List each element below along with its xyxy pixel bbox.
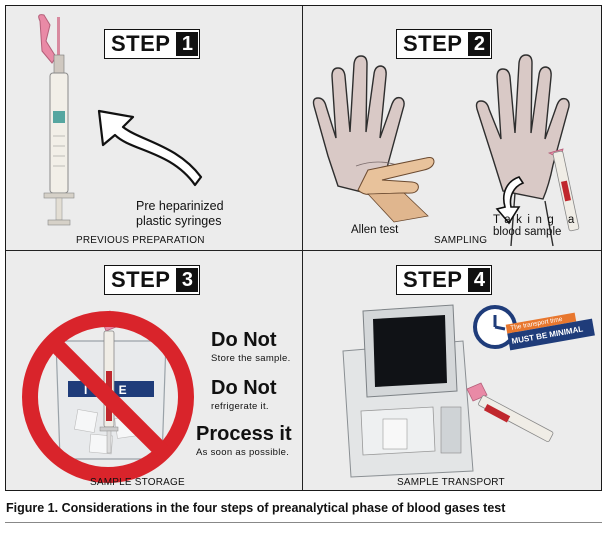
process-heading: Process it — [196, 423, 292, 445]
step-word: STEP — [403, 267, 463, 292]
hand-allen-test-icon — [312, 55, 435, 223]
syringe-icon — [38, 14, 75, 226]
step-4-label: STEP 4 — [396, 265, 492, 295]
taking-label: Taking a — [493, 214, 580, 226]
panel-caption: SAMPLING — [434, 235, 488, 246]
figure-grid: STEP 1 Pre heparinized plastic syringes … — [5, 5, 602, 491]
allen-test-label: Allen test — [351, 224, 399, 236]
hand-sampling-icon — [475, 54, 580, 247]
panel-caption: SAMPLE STORAGE — [90, 477, 185, 488]
panel-caption: PREVIOUS PREPARATION — [76, 235, 205, 246]
step-1-label: STEP 1 — [104, 29, 200, 59]
blood-sample-label: blood sample — [493, 226, 562, 238]
panel-step-1: STEP 1 Pre heparinized plastic syringes … — [6, 6, 302, 250]
step-number: 2 — [468, 32, 491, 56]
process-sub: As soon as possible. — [196, 447, 290, 458]
do-not-refrigerate-heading: Do Not — [211, 377, 277, 399]
step-word: STEP — [403, 31, 463, 56]
caption-rule — [5, 522, 602, 523]
panel-step-4: STEP 4 The transport time MUST BE MINIMA… — [303, 251, 601, 490]
do-not-store-sub: Store the sample. — [211, 353, 291, 364]
step-2-label: STEP 2 — [396, 29, 492, 59]
horizontal-divider — [6, 250, 601, 251]
figure-caption: Figure 1. Considerations in the four ste… — [6, 501, 506, 515]
step-number: 1 — [176, 32, 199, 56]
do-not-refrigerate-sub: refrigerate it. — [211, 401, 269, 412]
panel-caption: SAMPLE TRANSPORT — [397, 477, 505, 488]
blood-gas-analyzer-icon — [342, 304, 474, 478]
syringe-label-line1: Pre heparinized — [136, 199, 224, 213]
step-number: 4 — [468, 268, 491, 292]
step-word: STEP — [111, 267, 171, 292]
syringe-label-line2: plastic syringes — [136, 214, 222, 228]
step-number: 3 — [176, 268, 199, 292]
step-3-label: STEP 3 — [104, 265, 200, 295]
panel-step-3: STEP 3 I E Do Not Store the sample. Do N… — [6, 251, 302, 490]
vertical-divider — [302, 6, 303, 490]
curved-arrow-icon — [97, 109, 203, 187]
analyzer-syringe-icon — [466, 382, 554, 442]
step-word: STEP — [111, 31, 171, 56]
prohibition-icon — [22, 311, 194, 483]
panel-step-2: STEP 2 Allen test Taking a blood sample … — [303, 6, 601, 250]
do-not-store-heading: Do Not — [211, 329, 277, 351]
